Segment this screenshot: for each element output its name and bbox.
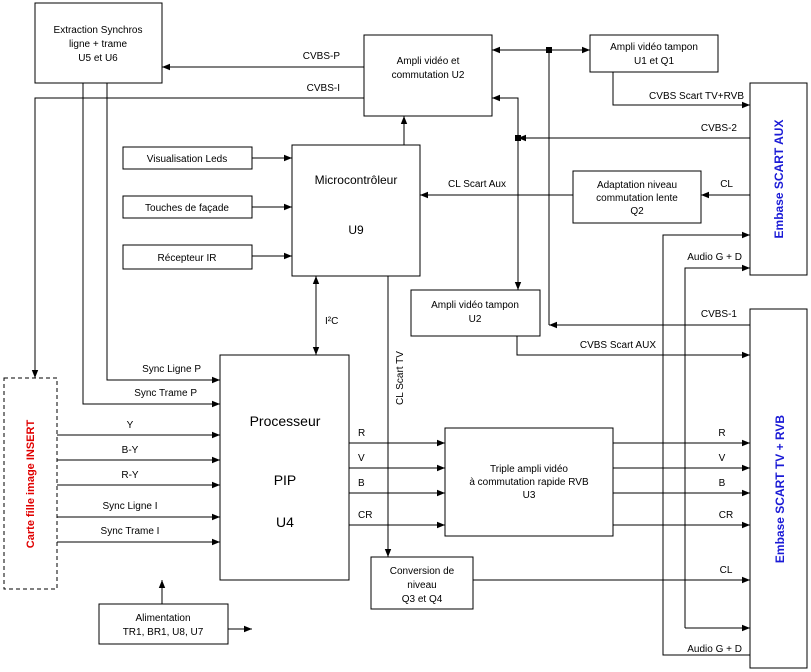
- signal-cvbs-scart-tv-rvb: CVBS Scart TV+RVB: [649, 91, 744, 102]
- extraction-line-3: U5 et U6: [78, 53, 118, 64]
- signal-i2c: I²C: [325, 316, 338, 327]
- ampli-tampon-u2-line-1: Ampli vidéo tampon: [431, 300, 519, 311]
- ampli-commutation-line-2: commutation U2: [392, 70, 465, 81]
- signal-r-out: R: [718, 428, 725, 439]
- signal-cvbs-i: CVBS-I: [307, 83, 340, 94]
- triple-ampli-block: [444, 427, 614, 537]
- wire-sync-ligne-p: [106, 83, 220, 384]
- signal-v-in: V: [358, 453, 365, 464]
- ampli-tampon-u1-line-2: U1 et Q1: [634, 56, 674, 67]
- micro-block: [291, 144, 421, 277]
- processeur-line-2: PIP: [274, 472, 297, 488]
- signal-cvbs-scart-aux: CVBS Scart AUX: [580, 340, 656, 351]
- alimentation-line-2: TR1, BR1, U8, U7: [123, 627, 204, 638]
- signal-audio-gd-bottom: Audio G + D: [687, 644, 742, 655]
- embase-tv-block: [749, 308, 808, 669]
- signal-sync-trame-i: Sync Trame I: [101, 526, 160, 537]
- embase-aux-label: Embase SCART AUX: [772, 120, 786, 239]
- conversion-line-2: niveau: [407, 580, 436, 591]
- adaptation-line-1: Adaptation niveau: [597, 180, 677, 191]
- extraction-line-1: Extraction Synchros: [54, 25, 143, 36]
- wire-cvbs-scart-tv-rvb: [612, 72, 750, 109]
- signal-r-y: R-Y: [121, 470, 139, 481]
- triple-ampli-line-2: à commutation rapide RVB: [469, 477, 589, 488]
- touches-label: Touches de façade: [145, 203, 229, 214]
- adaptation-line-2: commutation lente: [596, 193, 678, 204]
- carte-fille-block: [3, 377, 58, 590]
- signal-cvbs-2: CVBS-2: [701, 123, 738, 134]
- extraction-block: [34, 2, 163, 84]
- signal-cl-out: CL: [720, 565, 733, 576]
- triple-ampli-line-3: U3: [523, 490, 536, 501]
- processeur-line-1: Processeur: [250, 413, 321, 429]
- carte-fille-label: Carte fille image INSERT: [25, 420, 37, 549]
- blocks: Extraction Synchros ligne + trame U5 et …: [3, 2, 808, 669]
- ampli-tampon-u1-line-1: Ampli vidéo tampon: [610, 42, 698, 53]
- junction-dot: [546, 47, 552, 53]
- signal-cl-aux: CL: [720, 179, 733, 190]
- conversion-line-1: Conversion de: [390, 566, 455, 577]
- extraction-line-2: ligne + trame: [69, 39, 128, 50]
- wire-audio-loop-2: [684, 264, 750, 628]
- ampli-commutation-block: [363, 34, 493, 117]
- signal-v-out: V: [719, 453, 726, 464]
- signal-audio-gd-top: Audio G + D: [687, 252, 742, 263]
- signal-sync-ligne-i: Sync Ligne I: [102, 501, 157, 512]
- alimentation-block: [98, 603, 229, 645]
- touches-block: [122, 195, 253, 219]
- wires: [31, 46, 750, 656]
- visualisation-block: [122, 146, 253, 170]
- ampli-tampon-u2-block: [410, 289, 541, 337]
- ampli-tampon-u2-line-2: U2: [469, 314, 482, 325]
- conversion-line-3: Q3 et Q4: [402, 594, 443, 605]
- ampli-tampon-u1-block: [589, 34, 719, 73]
- wire-sync-trame-p: [82, 83, 220, 408]
- recepteur-block: [122, 244, 253, 270]
- signal-cl-scart-tv: CL Scart TV: [395, 351, 406, 405]
- recepteur-label: Récepteur IR: [158, 253, 217, 264]
- visualisation-label: Visualisation Leds: [147, 154, 227, 165]
- signal-sync-ligne-p: Sync Ligne P: [142, 364, 201, 375]
- conversion-block: [370, 556, 474, 610]
- embase-tv-label: Embase SCART TV + RVB: [773, 415, 787, 563]
- signal-cvbs-1: CVBS-1: [701, 309, 738, 320]
- processeur-block: [219, 354, 350, 581]
- signal-sync-trame-p: Sync Trame P: [134, 388, 197, 399]
- wire-audio-loop-1: [662, 231, 750, 656]
- wire-cvbs-i: [31, 97, 364, 378]
- adaptation-block: [572, 170, 702, 224]
- micro-line-2: U9: [348, 223, 364, 237]
- embase-aux-block: [749, 82, 808, 276]
- signal-b-out: B: [719, 478, 726, 489]
- wire-cvbs-scart-aux: [516, 336, 750, 359]
- adaptation-line-3: Q2: [630, 206, 644, 217]
- signal-cr-out: CR: [719, 510, 733, 521]
- signal-cl-scart-aux: CL Scart Aux: [448, 179, 506, 190]
- micro-line-1: Microcontrôleur: [315, 173, 398, 187]
- wire-u2-junction: [492, 94, 519, 138]
- signal-cr-in: CR: [358, 510, 372, 521]
- signal-y: Y: [127, 420, 134, 431]
- ampli-commutation-line-1: Ampli vidéo et: [397, 56, 460, 67]
- signal-labels: CVBS-P CVBS-I CVBS Scart TV+RVB CVBS-2 C…: [101, 51, 745, 655]
- signal-r-in: R: [358, 428, 365, 439]
- alimentation-line-1: Alimentation: [135, 613, 190, 624]
- signal-b-y: B-Y: [122, 445, 139, 456]
- junction-dot: [515, 135, 521, 141]
- signal-b-in: B: [358, 478, 365, 489]
- processeur-line-3: U4: [276, 514, 294, 530]
- signal-cvbs-p: CVBS-P: [303, 51, 341, 62]
- triple-ampli-line-1: Triple ampli vidéo: [490, 464, 568, 475]
